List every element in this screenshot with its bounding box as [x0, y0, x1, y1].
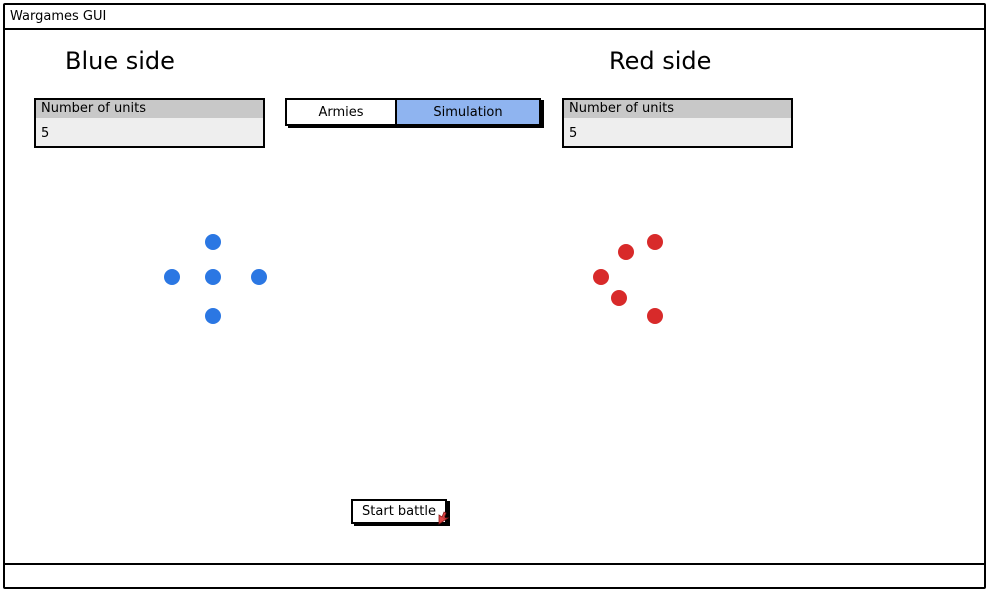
app-window: Wargames GUI	[3, 3, 986, 589]
blue-side-heading: Blue side	[65, 47, 175, 75]
blue-units-label: Number of units	[36, 100, 263, 118]
red-unit	[611, 290, 627, 306]
title-bar: Wargames GUI	[5, 5, 984, 30]
blue-unit	[205, 234, 221, 250]
start-battle-button[interactable]: Start battle	[351, 499, 447, 524]
blue-unit	[205, 269, 221, 285]
red-unit	[593, 269, 609, 285]
blue-unit	[251, 269, 267, 285]
tab-armies[interactable]: Armies	[287, 100, 397, 124]
blue-unit	[164, 269, 180, 285]
tab-simulation[interactable]: Simulation	[397, 100, 539, 124]
red-unit	[647, 234, 663, 250]
blue-units-value[interactable]: 5	[41, 126, 50, 141]
red-side-heading: Red side	[609, 47, 712, 75]
red-units-value[interactable]: 5	[569, 126, 578, 141]
red-unit	[647, 308, 663, 324]
pointer-cursor-icon	[438, 511, 450, 525]
red-unit	[618, 244, 634, 260]
blue-units-field[interactable]: Number of units 5	[34, 98, 265, 148]
window-title: Wargames GUI	[10, 9, 107, 24]
status-bar	[5, 563, 984, 587]
view-tabs: Armies Simulation	[285, 98, 541, 126]
red-units-label: Number of units	[564, 100, 791, 118]
blue-unit	[205, 308, 221, 324]
red-units-field[interactable]: Number of units 5	[562, 98, 793, 148]
